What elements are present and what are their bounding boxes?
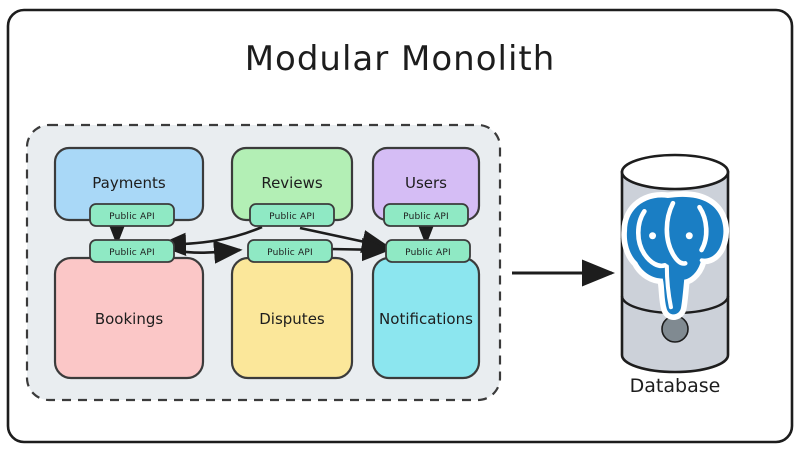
api-badge-payments-label: Public API xyxy=(109,212,155,222)
module-disputes[interactable]: Disputes xyxy=(230,256,354,380)
module-users-label: Users xyxy=(405,174,447,192)
api-badge-users[interactable]: Public API xyxy=(383,203,469,227)
module-bookings[interactable]: Bookings xyxy=(53,256,205,380)
api-badge-users-box[interactable] xyxy=(383,203,469,227)
api-badge-notifications[interactable]: Public API xyxy=(385,239,471,263)
api-badge-bookings[interactable]: Public API xyxy=(89,239,175,263)
api-badge-users-label: Public API xyxy=(403,212,449,222)
arrow-disputes-to-notifications xyxy=(329,237,391,262)
outer-frame xyxy=(6,8,794,444)
page-title: Modular Monolith xyxy=(245,39,556,79)
api-badge-bookings-label: Public API xyxy=(109,248,155,258)
module-users[interactable]: Users xyxy=(371,146,481,222)
database-label: Database xyxy=(630,375,721,397)
api-badge-disputes-label: Public API xyxy=(267,248,313,258)
module-payments-label: Payments xyxy=(92,174,166,192)
api-badge-payments-box[interactable] xyxy=(89,203,175,227)
module-notifications-label: Notifications xyxy=(379,310,473,328)
api-badge-notifications-box[interactable] xyxy=(385,239,471,263)
arrow-bookings-to-disputes xyxy=(171,240,243,264)
module-bookings-label: Bookings xyxy=(95,310,164,328)
api-badge-disputes-box[interactable] xyxy=(247,239,333,263)
module-notifications[interactable]: Notifications xyxy=(371,256,481,380)
api-badge-reviews-box[interactable] xyxy=(249,203,335,227)
api-badge-reviews[interactable]: Public API xyxy=(249,203,335,227)
api-badge-bookings-box[interactable] xyxy=(89,239,175,263)
database-top xyxy=(620,153,730,191)
module-disputes-label: Disputes xyxy=(259,310,325,328)
api-badge-reviews-label: Public API xyxy=(269,212,315,222)
api-badge-payments[interactable]: Public API xyxy=(89,203,175,227)
postgresql-elephant-logo xyxy=(621,191,730,320)
api-badge-disputes[interactable]: Public API xyxy=(247,239,333,263)
database-cylinder[interactable] xyxy=(620,153,730,374)
module-reviews-label: Reviews xyxy=(261,174,323,192)
api-badge-notifications-label: Public API xyxy=(405,248,451,258)
